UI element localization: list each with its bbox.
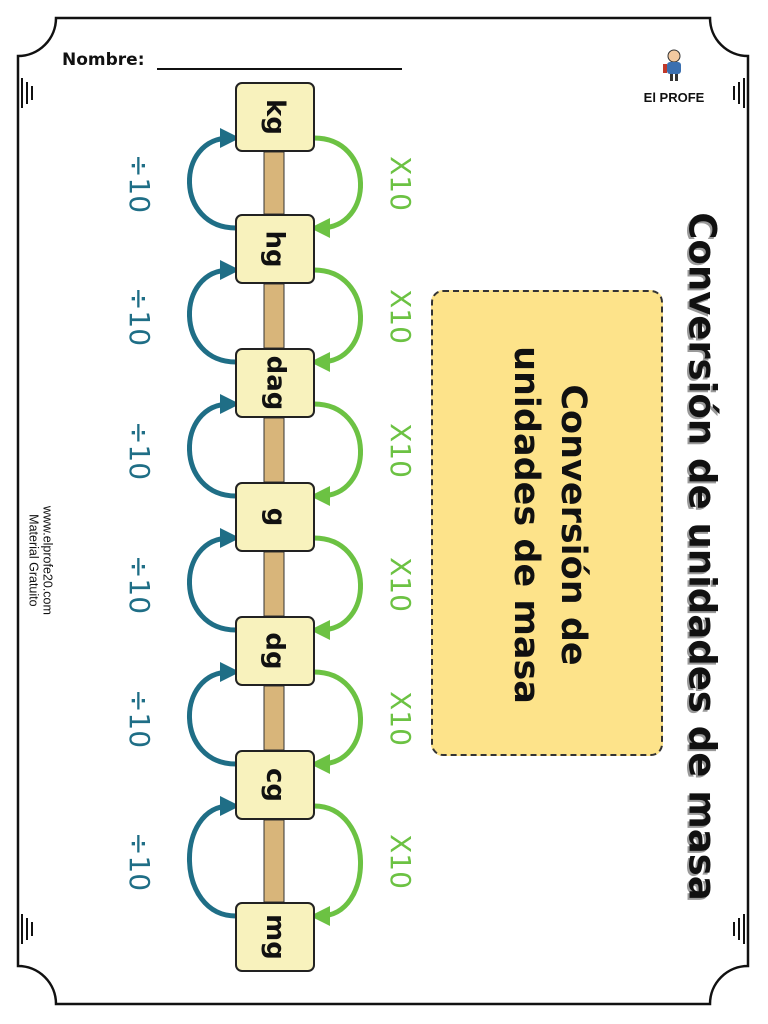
multiply-label: X10 [360, 423, 440, 478]
divide-label: ÷10 [100, 688, 180, 747]
multiply-label: X10 [360, 834, 440, 889]
multiply-label: X10 [360, 289, 440, 344]
brand-logo: El PROFE [632, 48, 716, 105]
multiply-label-text: X10 [383, 288, 417, 344]
unit-label: g [260, 507, 290, 527]
title-card-line-2: unidades de masa [506, 346, 546, 704]
unit-box-hg: hg [235, 214, 315, 284]
page-title: Conversión de unidades de masa [680, 212, 724, 901]
divide-label-text: ÷10 [123, 153, 157, 213]
name-line[interactable] [156, 52, 402, 70]
teacher-icon [663, 49, 681, 81]
divide-label: ÷10 [100, 831, 180, 890]
unit-box-mg: mg [235, 902, 315, 972]
unit-label: cg [260, 767, 290, 803]
multiply-label: X10 [360, 557, 440, 612]
unit-box-dg: dg [235, 616, 315, 686]
divide-label: ÷10 [100, 420, 180, 479]
footer-website: www.elprofe20.com [40, 505, 55, 615]
unit-box-g: g [235, 482, 315, 552]
unit-label: mg [259, 914, 290, 960]
divide-label: ÷10 [100, 286, 180, 345]
page-border [16, 16, 750, 1006]
logo-text: El PROFE [643, 90, 705, 105]
title-card-line-1: Conversión de [553, 384, 594, 666]
divide-label: ÷10 [100, 554, 180, 613]
multiply-label: X10 [360, 156, 440, 211]
multiply-label-text: X10 [383, 422, 417, 478]
unit-label: dg [259, 632, 290, 670]
multiply-label-text: X10 [383, 833, 417, 889]
multiply-label-text: X10 [383, 690, 417, 746]
multiply-label: X10 [360, 691, 440, 746]
divide-label-text: ÷10 [123, 420, 157, 480]
unit-label: dag [260, 355, 290, 411]
unit-box-cg: cg [235, 750, 315, 820]
unit-label: hg [260, 230, 290, 268]
name-label: Nombre: [62, 50, 145, 70]
divide-label-text: ÷10 [123, 286, 157, 346]
divide-label-text: ÷10 [123, 688, 157, 748]
footer-credits: www.elprofe20.com Material Gratuito [26, 460, 55, 660]
divide-label: ÷10 [100, 153, 180, 212]
footer-note: Material Gratuito [26, 514, 40, 607]
unit-box-kg: kg [235, 82, 315, 152]
name-row: Nombre: [62, 50, 402, 70]
multiply-label-text: X10 [383, 155, 417, 211]
title-card-text: Conversión de unidades de masa [489, 295, 609, 755]
unit-box-dag: dag [235, 348, 315, 418]
divide-label-text: ÷10 [123, 831, 157, 891]
divide-label-text: ÷10 [123, 554, 157, 614]
unit-label: kg [260, 99, 290, 135]
multiply-label-text: X10 [383, 556, 417, 612]
title-card: Conversión de unidades de masa [431, 290, 663, 756]
